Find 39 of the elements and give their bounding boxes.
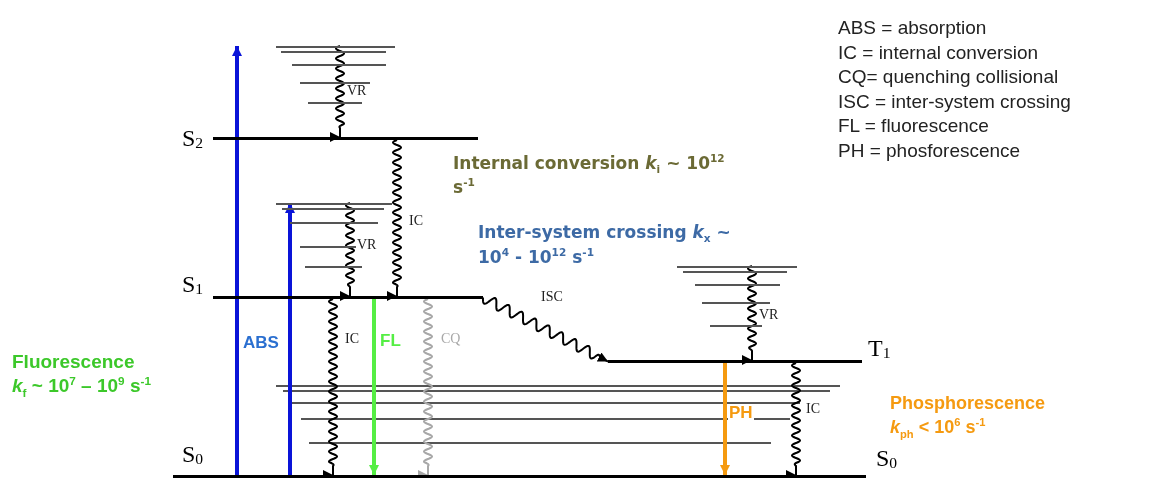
rate-annotation: k$_{ph}$ < 10$^{6}$ s$^{-1}$ (890, 416, 987, 442)
energy-level-line (213, 296, 483, 299)
abbreviation-note: PH = phosforescence (838, 138, 1022, 163)
arrow (369, 299, 379, 475)
arrow (720, 363, 730, 475)
vibrational-levels (677, 266, 798, 328)
edge-label: CQ (440, 332, 462, 346)
wavy-arrow (481, 296, 609, 363)
abbreviation-note: IC = internal conversion (838, 40, 1040, 65)
energy-level-line (608, 360, 862, 363)
rate-annotation: k$_{f}$ ~ 10$^{7}$ – 10$^{9}$ s$^{-1}$ (12, 374, 152, 401)
edge-label: ISC (540, 290, 564, 304)
vibrational-levels (276, 46, 396, 106)
rate-annotation: Phosphorescence (890, 392, 1047, 415)
edge-label: IC (805, 402, 821, 416)
level-label: S$_{0}$ (182, 442, 204, 467)
level-label: S$_{2}$ (182, 126, 204, 151)
rate-annotation: Inter-system crossing k$_{x}$ ~ 10$^{4}$ - 10$^{12}$ s$^{-1}$ (478, 222, 732, 268)
rate-annotation: Internal conversion k$_{i}$ ~ 10$^{12}$ s$^{-1}$ (453, 152, 726, 199)
edge-label: VR (346, 84, 368, 98)
level-label: S$_{0}$ (876, 446, 898, 471)
energy-level-line (173, 475, 866, 478)
edge-label: VR (356, 238, 378, 252)
arrow (232, 46, 242, 475)
edge-label: VR (758, 308, 780, 322)
rate-annotation: Fluorescence (12, 350, 136, 374)
abbreviation-note: ABS = absorption (838, 16, 988, 40)
edge-label: IC (408, 214, 424, 228)
edge-label: IC (344, 332, 360, 346)
abbreviation-note: FL = fluorescence (838, 114, 990, 138)
arrow (285, 203, 295, 475)
energy-level-line (213, 137, 478, 140)
edge-label: FL (379, 332, 402, 349)
edge-label: PH (728, 404, 754, 421)
abbreviation-note: CQ= quenching collisional (838, 65, 1060, 89)
abbreviation-note: ISC = inter-system crossing (838, 89, 1072, 114)
level-label: S$_{1}$ (182, 272, 204, 297)
level-label: T$_{1}$ (868, 336, 891, 361)
edge-label: ABS (242, 334, 280, 351)
